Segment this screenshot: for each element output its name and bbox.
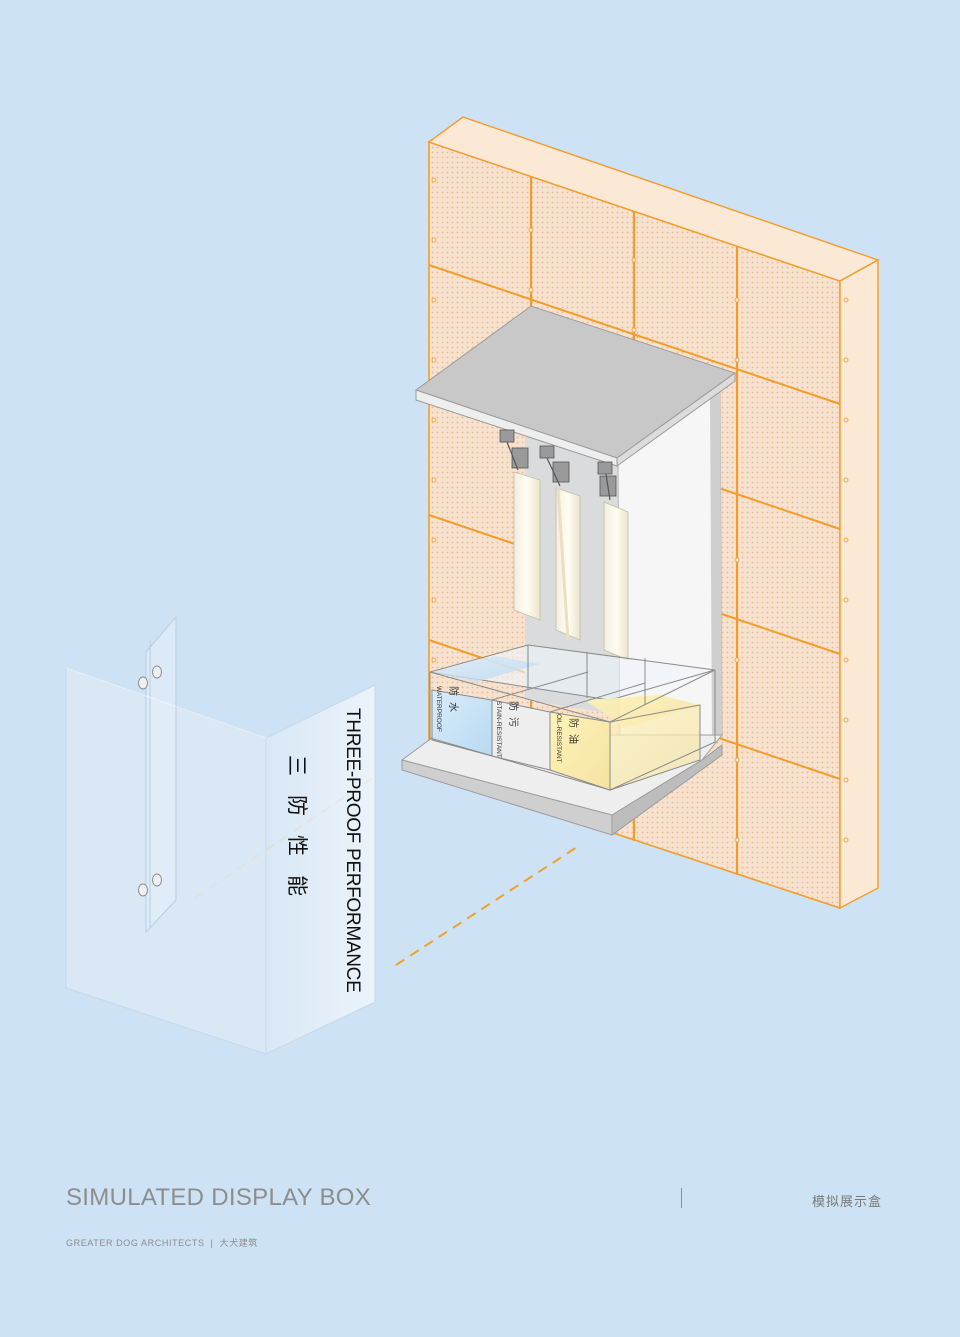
title-divider — [681, 1188, 682, 1208]
stain-resistant-label-en: STAIN-RESISTANT — [495, 701, 502, 758]
studio-credit: GREATER DOG ARCHITECTS | 大犬建筑 — [66, 1236, 264, 1249]
compartment-labels: 防水 WATERPROOF 防污 STAIN-RESISTANT 防油 OIL-… — [435, 686, 580, 763]
waterproof-label-cn: 防水 — [447, 686, 460, 718]
oil-resistant-label-en: OIL-RESISTANT — [555, 714, 562, 763]
page-title-cn: 模拟展示盒 — [812, 1195, 883, 1210]
waterproof-label-en: WATERPROOF — [435, 686, 442, 732]
studio-name: GREATER DOG ARCHITECTS — [66, 1238, 205, 1248]
glass-sign-panel: THREE-PROOF PERFORMANCE 三防性能 — [65, 615, 376, 1055]
glass-tray — [429, 644, 716, 791]
stain-resistant-label-cn: 防污 — [507, 701, 520, 733]
banner-title-en: THREE-PROOF PERFORMANCE — [342, 708, 363, 992]
fabric-sample-hangers — [499, 429, 629, 661]
display-niche: 防水 WATERPROOF 防污 STAIN-RESISTANT 防油 OIL-… — [400, 305, 737, 836]
studio-separator: | — [210, 1238, 214, 1248]
page-title: SIMULATED DISPLAY BOX — [66, 1184, 372, 1211]
oil-resistant-label-cn: 防油 — [567, 718, 580, 750]
studio-name-cn: 大犬建筑 — [219, 1238, 258, 1248]
banner-title-cn: 三防性能 — [285, 755, 309, 915]
